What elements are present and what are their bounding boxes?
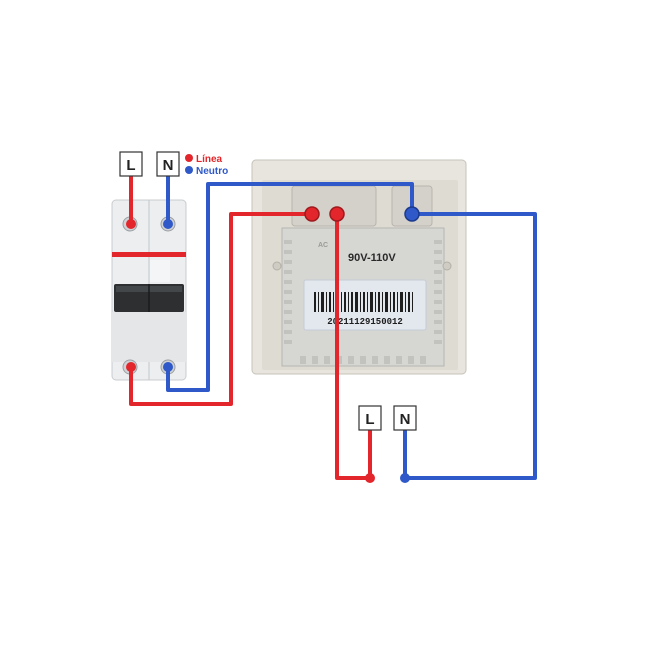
breaker-terminal-bottom-n <box>163 362 173 372</box>
device: AC 90V-110V 20211129150012 <box>251 159 467 375</box>
breaker-terminal-top-l <box>126 219 136 229</box>
legend-neutral-text: Neutro <box>196 166 228 177</box>
supply-label-l: L <box>358 405 382 431</box>
load-junction-neutral <box>400 473 410 483</box>
barcode-serial: 20211129150012 <box>327 317 403 327</box>
legend-line-text: Línea <box>196 154 223 165</box>
breaker-label-n: N <box>156 151 180 177</box>
plate-hole-right <box>442 261 452 271</box>
module-voltage-label: 90V-110V <box>348 252 396 264</box>
breaker-terminal-bottom-l <box>126 362 136 372</box>
breaker-label-n-text: N <box>163 157 174 174</box>
breaker-label-area <box>150 260 170 282</box>
circuit-breaker <box>111 199 187 381</box>
breaker-label-l: L <box>119 151 143 177</box>
legend-line-dot <box>185 154 193 162</box>
load-junction-line <box>365 473 375 483</box>
supply-label-l-text: L <box>365 411 374 428</box>
breaker-terminal-top-n <box>163 219 173 229</box>
module-ac-label: AC <box>318 242 328 249</box>
line-wire-device-to-load <box>335 214 372 480</box>
neutral-wire-device-to-load <box>403 212 537 480</box>
supply-label-n: N <box>393 405 417 431</box>
supply-label-n-text: N <box>400 411 411 428</box>
breaker-label-l-text: L <box>126 157 135 174</box>
device-terminal-line-out <box>329 206 345 222</box>
device-terminal-line-in <box>304 206 320 222</box>
breaker-lower <box>112 312 186 362</box>
legend: Línea Neutro <box>185 154 228 177</box>
module-left-vents <box>284 240 292 344</box>
line-wire-breaker-to-device <box>129 212 310 406</box>
neutral-wire-breaker-to-device <box>166 182 414 392</box>
plate-hole-left <box>272 261 282 271</box>
breaker-red-band <box>112 252 186 257</box>
module-right-vents <box>434 240 442 344</box>
device-terminal-neutral <box>404 206 420 222</box>
legend-neutral-dot <box>185 166 193 174</box>
